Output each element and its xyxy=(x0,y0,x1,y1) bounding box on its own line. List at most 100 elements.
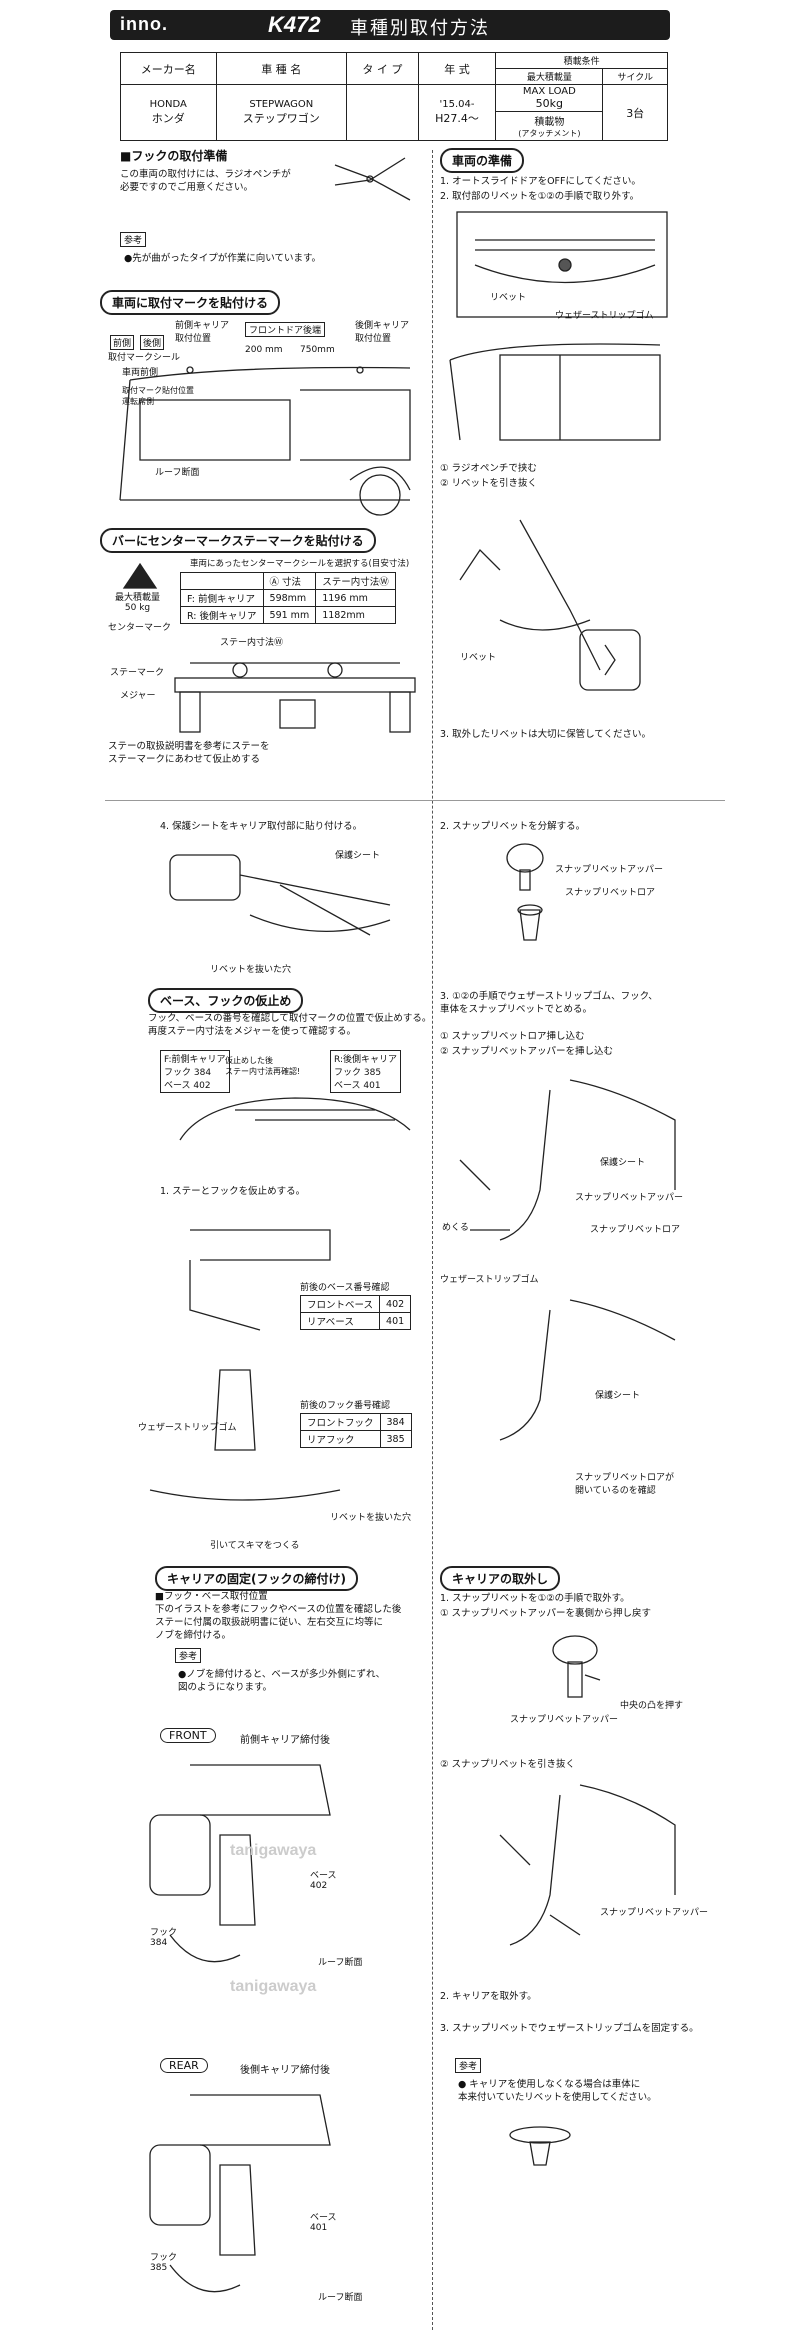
watermark-1: tanigawaya xyxy=(230,1842,317,1859)
removal-step-3: 3. スナップリベットでウェザーストリップゴムを固定する。 xyxy=(440,2023,699,2034)
peel-label: めくる xyxy=(442,1223,469,1233)
weather-strip-label-2: ウェザーストリップゴム xyxy=(440,1275,539,1285)
snap-upper-label-2: スナップリベットアッパー xyxy=(575,1193,684,1203)
snap-step-3: 3. ①②の手順でウェザーストリップゴム、フック、 車体をスナップリベットでとめ… xyxy=(440,991,658,1015)
stay-mark-label: ステーマーク xyxy=(110,668,165,678)
hook-prep-title: ■フックの取付準備 xyxy=(120,149,228,163)
th-maker: メーカー名 xyxy=(120,52,217,85)
snap-rivet-illustration xyxy=(506,843,544,941)
fix-ref-label: 参考 xyxy=(175,1648,202,1663)
prep-step-3: 3. 取外したリベットは大切に保管してください。 xyxy=(440,729,652,740)
th-max-load: 最大積載量 xyxy=(495,68,604,85)
temp-fix-text: フック、ベースの番号を確認して取付マークの位置で仮止めする。 再度ステー内寸法を… xyxy=(148,1013,432,1037)
weather-strip-label-left: ウェザーストリップゴム xyxy=(138,1423,237,1433)
rear-carrier-box: R:後側キャリア フック 385 ベース 401 xyxy=(330,1050,402,1093)
watermark-2: tanigawaya xyxy=(230,1978,317,1995)
rivet-label: リベット xyxy=(490,293,527,303)
step-1-temp: 1. ステーとフックを仮止めする。 xyxy=(160,1186,306,1197)
front-desc: 前側キャリア締付後 xyxy=(240,1735,330,1746)
snap-lower-label: スナップリベットロア xyxy=(565,888,656,898)
center-mark-title: バーにセンターマークステーマークを貼付ける xyxy=(100,528,376,553)
hook-385-label: フック 385 xyxy=(150,2253,178,2273)
snap-install-illustration xyxy=(459,1079,676,1441)
column-divider xyxy=(432,150,433,2330)
front-door-label: フロントドア後端 xyxy=(245,322,326,337)
removal-step-1b: ② スナップリベットを引き抜く xyxy=(440,1759,576,1770)
prep-step-1: 1. オートスライドドアをOFFにしてください。 xyxy=(440,176,641,187)
th-type: タ イ プ xyxy=(346,52,419,85)
rivet-hole-label: リベットを抜いた穴 xyxy=(210,965,292,975)
front-carrier-label: 前側キャリア 取付位置 xyxy=(175,321,230,344)
snap-upper-label-4: スナップリベットアッパー xyxy=(600,1908,709,1918)
removal-step-1a: ① スナップリベットアッパーを裏側から押し戻す xyxy=(440,1608,652,1619)
removal-ref-label: 参考 xyxy=(455,2058,482,2073)
mark-pos-label: 取付マーク貼付位置 運転席側 xyxy=(122,386,194,406)
temp-fix-note: 仮止めした後 ステー内寸法再確認! xyxy=(225,1056,301,1076)
weather-strip-label: ウェザーストリップゴム xyxy=(555,311,654,321)
prep-step-2: 2. 取付部のリベットを①②の手順で取り外す。 xyxy=(440,191,640,202)
measure-label: メジャー xyxy=(120,691,156,701)
th-cycle: サイクル xyxy=(602,68,668,85)
snap-lower-label-2: スナップリベットロア xyxy=(590,1225,681,1235)
protect-sheet-label-3: 保護シート xyxy=(595,1391,641,1401)
removal-step-1: 1. スナップリベットを①②の手順で取外す。 xyxy=(440,1593,630,1604)
protect-sheet-label-2: 保護シート xyxy=(600,1158,646,1168)
vehicle-prep-title: 車両の準備 xyxy=(440,148,525,173)
hook-prep-text: この車両の取付けには、ラジオペンチが 必要ですのでご用意ください。 xyxy=(120,169,291,193)
hook-stay-illustration xyxy=(149,1229,341,1501)
pliers-icon xyxy=(334,157,411,201)
roof-section-label-3: ルーフ断面 xyxy=(318,2293,363,2303)
front-sticker: 前側 xyxy=(110,335,135,350)
hook-check-label: 前後のフック番号確認 xyxy=(300,1401,391,1411)
stay-inner-label: ステー内寸法Ⓦ xyxy=(220,638,284,648)
carrier-removal-title: キャリアの取外し xyxy=(440,1566,561,1591)
front-label: FRONT xyxy=(160,1728,216,1743)
bar-illustration xyxy=(174,662,416,733)
cell-type xyxy=(346,84,419,141)
rear-desc: 後側キャリア締付後 xyxy=(240,2065,330,2076)
rivet-icon xyxy=(509,2126,571,2166)
hook-384-label: フック 384 xyxy=(150,1928,178,1948)
dim-200: 200 mm xyxy=(245,345,283,355)
rivet-label-2: リベット xyxy=(460,653,497,663)
snap-step-2: 2. スナップリベットを分解する。 xyxy=(440,821,586,832)
removal-ref-text: ● キャリアを使用しなくなる場合は車体に 本来付いていたリベットを使用してくださ… xyxy=(458,2079,657,2103)
mark-title: 車両に取付マークを貼付ける xyxy=(100,290,281,315)
warning-triangle-icon xyxy=(122,562,158,589)
front-carrier-box: F:前側キャリア フック 384 ベース 402 xyxy=(160,1050,230,1093)
center-push-label: 中央の凸を押す xyxy=(620,1701,684,1711)
rear-sticker: 後側 xyxy=(140,335,165,350)
center-select-text: 車両にあったセンターマークシールを選択する(目安寸法) xyxy=(190,559,410,569)
base-401-label: ベース 401 xyxy=(310,2213,337,2233)
snap-upper-label-3: スナップリベットアッパー xyxy=(510,1715,619,1725)
open-check-label: スナップリベットロアが 開いているのを確認 xyxy=(575,1473,675,1496)
protect-sheet-label: 保護シート xyxy=(335,851,381,861)
cell-cycle: 3台 xyxy=(602,84,668,141)
ref-label: 参考 xyxy=(120,232,147,247)
page-title: 車種別取付方法 xyxy=(350,18,490,39)
cell-cargo: 積載物(アタッチメント) xyxy=(495,111,604,141)
roof-section-label-2: ルーフ断面 xyxy=(318,1958,363,1968)
rivet-hole-label-2: リベットを抜いた穴 xyxy=(330,1513,412,1523)
snap-step-3b: ② スナップリベットアッパーを挿し込む xyxy=(440,1046,614,1057)
th-year: 年 式 xyxy=(417,52,497,85)
stay-note: ステーの取扱説明書を参考にステーを ステーマークにあわせて仮止めする xyxy=(108,741,270,765)
max-load-mark: 最大積載量 50 kg xyxy=(115,593,161,613)
rear-carrier-illustration xyxy=(149,2094,331,2293)
carrier-fix-sub: ■フック・ベース取付位置 xyxy=(155,1591,268,1602)
mark-seal-label: 取付マークシール xyxy=(108,353,181,363)
base-check-label: 前後のベース番号確認 xyxy=(300,1283,390,1293)
removal-step-2: 2. キャリアを取外す。 xyxy=(440,1991,537,2002)
rear-label: REAR xyxy=(160,2058,208,2073)
roof-section-label: ルーフ断面 xyxy=(155,468,200,478)
base-402-label: ベース 402 xyxy=(310,1871,337,1891)
carrier-fix-text: 下のイラストを参考にフックやベースの位置を確認した後 ステーに付属の取扱説明書に… xyxy=(155,1604,402,1641)
rear-carrier-label: 後側キャリア 取付位置 xyxy=(355,321,410,344)
car-roof-illustration xyxy=(179,1097,411,1141)
th-conditions: 積載条件 xyxy=(495,52,668,69)
brand-logo: inno. xyxy=(120,14,168,34)
